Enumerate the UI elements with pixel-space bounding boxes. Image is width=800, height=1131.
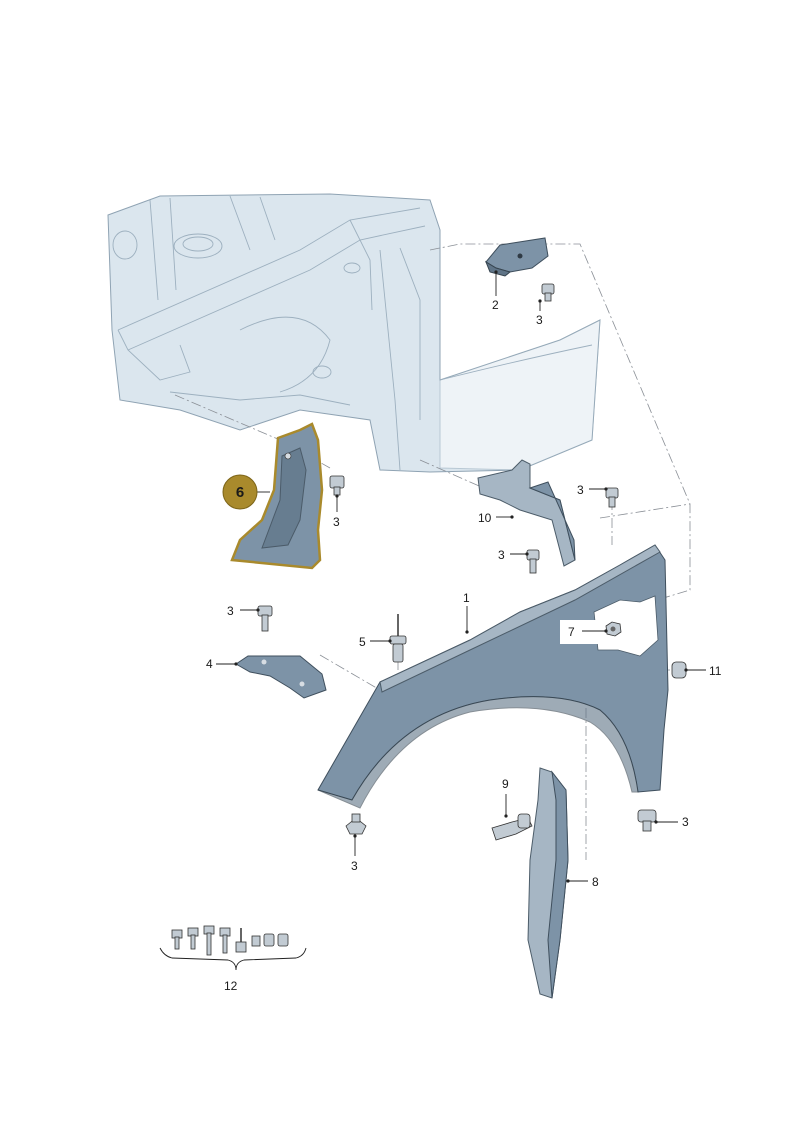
callout-10: 10 — [478, 511, 514, 525]
callout-6-label: 6 — [236, 484, 244, 501]
callout-6: 6 — [222, 474, 270, 510]
part-6-highlighted-panel — [230, 422, 324, 570]
part-7-nut — [605, 621, 622, 637]
part-2-bracket — [484, 237, 549, 277]
screw-3c — [605, 487, 619, 508]
callout-1-label: 1 — [463, 591, 470, 605]
callout-4-label: 4 — [206, 657, 213, 671]
callout-9: 9 — [502, 777, 509, 818]
callout-7-label: 7 — [568, 625, 575, 639]
screw-3a — [541, 283, 555, 302]
callout-12-label: 12 — [224, 979, 238, 993]
callout-5-label: 5 — [359, 635, 366, 649]
callout-3a-label: 3 — [536, 313, 543, 327]
part-11-clip — [671, 661, 687, 679]
callout-4: 4 — [206, 657, 238, 671]
part-8-seal-strip — [527, 767, 569, 999]
part-9-clip — [491, 813, 533, 841]
callout-5: 5 — [359, 635, 392, 649]
callout-11: 11 — [684, 664, 722, 678]
part-12-fastener-set — [159, 925, 307, 971]
part-4-bracket — [235, 655, 327, 699]
screw-3b — [329, 475, 345, 496]
part-10-deflector — [477, 459, 576, 567]
screw-3f — [637, 809, 657, 832]
callout-6-badge — [222, 474, 258, 510]
callout-1: 1 — [463, 591, 470, 634]
callout-3d-label: 3 — [498, 548, 505, 562]
part-1-front-fender — [317, 544, 669, 809]
callout-3g-label: 3 — [351, 859, 358, 873]
part-5-rivet — [389, 614, 407, 663]
callout-3d: 3 — [498, 548, 529, 562]
callout-7: 7 — [560, 620, 608, 644]
callout-3f-label: 3 — [682, 815, 689, 829]
callout-2-label: 2 — [492, 298, 499, 312]
screw-3e — [257, 605, 273, 632]
callout-9-label: 9 — [502, 777, 509, 791]
callout-3b-label: 3 — [333, 515, 340, 529]
screw-3g — [345, 813, 367, 835]
callout-3b: 3 — [333, 494, 340, 529]
callout-10-label: 10 — [478, 511, 492, 525]
callout-8-label: 8 — [592, 875, 599, 889]
callout-8: 8 — [566, 875, 599, 889]
callout-3e: 3 — [227, 604, 260, 618]
callout-3c: 3 — [577, 483, 608, 497]
callout-12: 12 — [224, 979, 238, 993]
callout-3e-label: 3 — [227, 604, 234, 618]
callout-2: 2 — [492, 270, 499, 312]
callout-11-label: 11 — [709, 664, 722, 678]
callout-3c-label: 3 — [577, 483, 584, 497]
callout-3f: 3 — [654, 815, 689, 829]
callout-3a: 3 — [536, 299, 543, 327]
car-body-structure — [107, 193, 601, 473]
callout-3g: 3 — [351, 834, 358, 873]
screw-3d — [526, 549, 540, 574]
